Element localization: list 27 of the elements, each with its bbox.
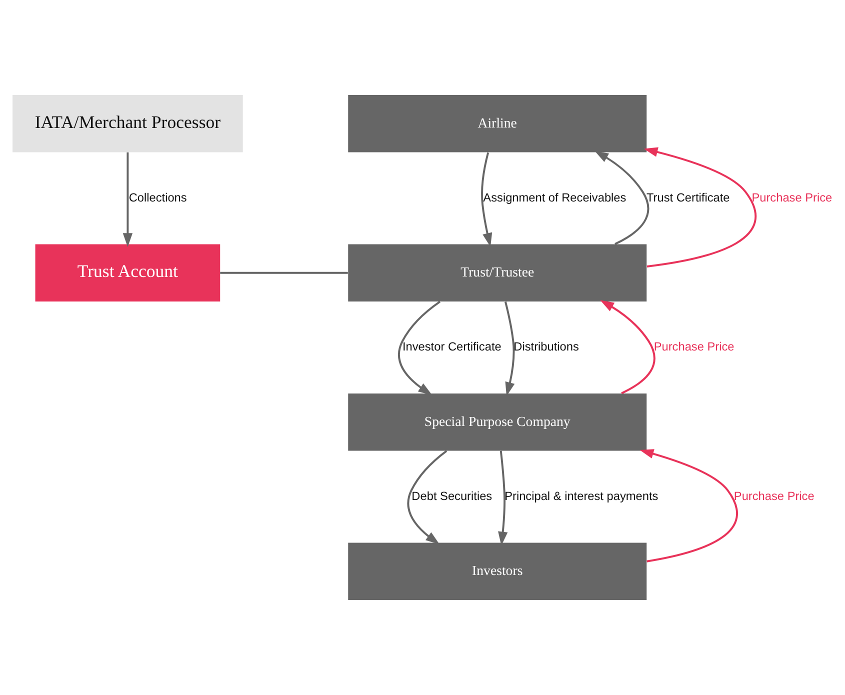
arrow — [398, 300, 441, 396]
edge-label: Collections — [128, 190, 187, 204]
arrow — [640, 449, 738, 562]
connector — [220, 272, 348, 274]
node-box: Airline — [348, 94, 647, 152]
node-box: IATA/Merchant Processor — [12, 94, 243, 152]
node-box: Trust/Trustee — [348, 244, 647, 302]
arrow — [644, 147, 756, 268]
edge-label: Purchase Price — [752, 190, 832, 204]
arrow — [407, 450, 448, 544]
arrow — [504, 301, 515, 396]
edge-label: Trust Certificate — [646, 190, 730, 204]
node-box: Investors — [348, 542, 647, 600]
arrow — [600, 300, 656, 394]
edge-label: Distributions — [514, 340, 579, 354]
edge-label: Investor Certificate — [402, 340, 502, 354]
arrow — [594, 150, 650, 245]
edge-label: Assignment of Receivables — [483, 190, 626, 204]
edge-label: Purchase Price — [654, 340, 734, 354]
arrow — [498, 450, 508, 546]
node-box: Special Purpose Company — [348, 393, 647, 451]
edge-label: Debt Securities — [412, 488, 492, 503]
edge-label: Purchase Price — [734, 488, 814, 503]
arrow — [122, 152, 133, 248]
arrow — [481, 152, 492, 247]
node-box: Trust Account — [35, 244, 220, 302]
edge-label: Principal & interest payments — [504, 488, 658, 503]
